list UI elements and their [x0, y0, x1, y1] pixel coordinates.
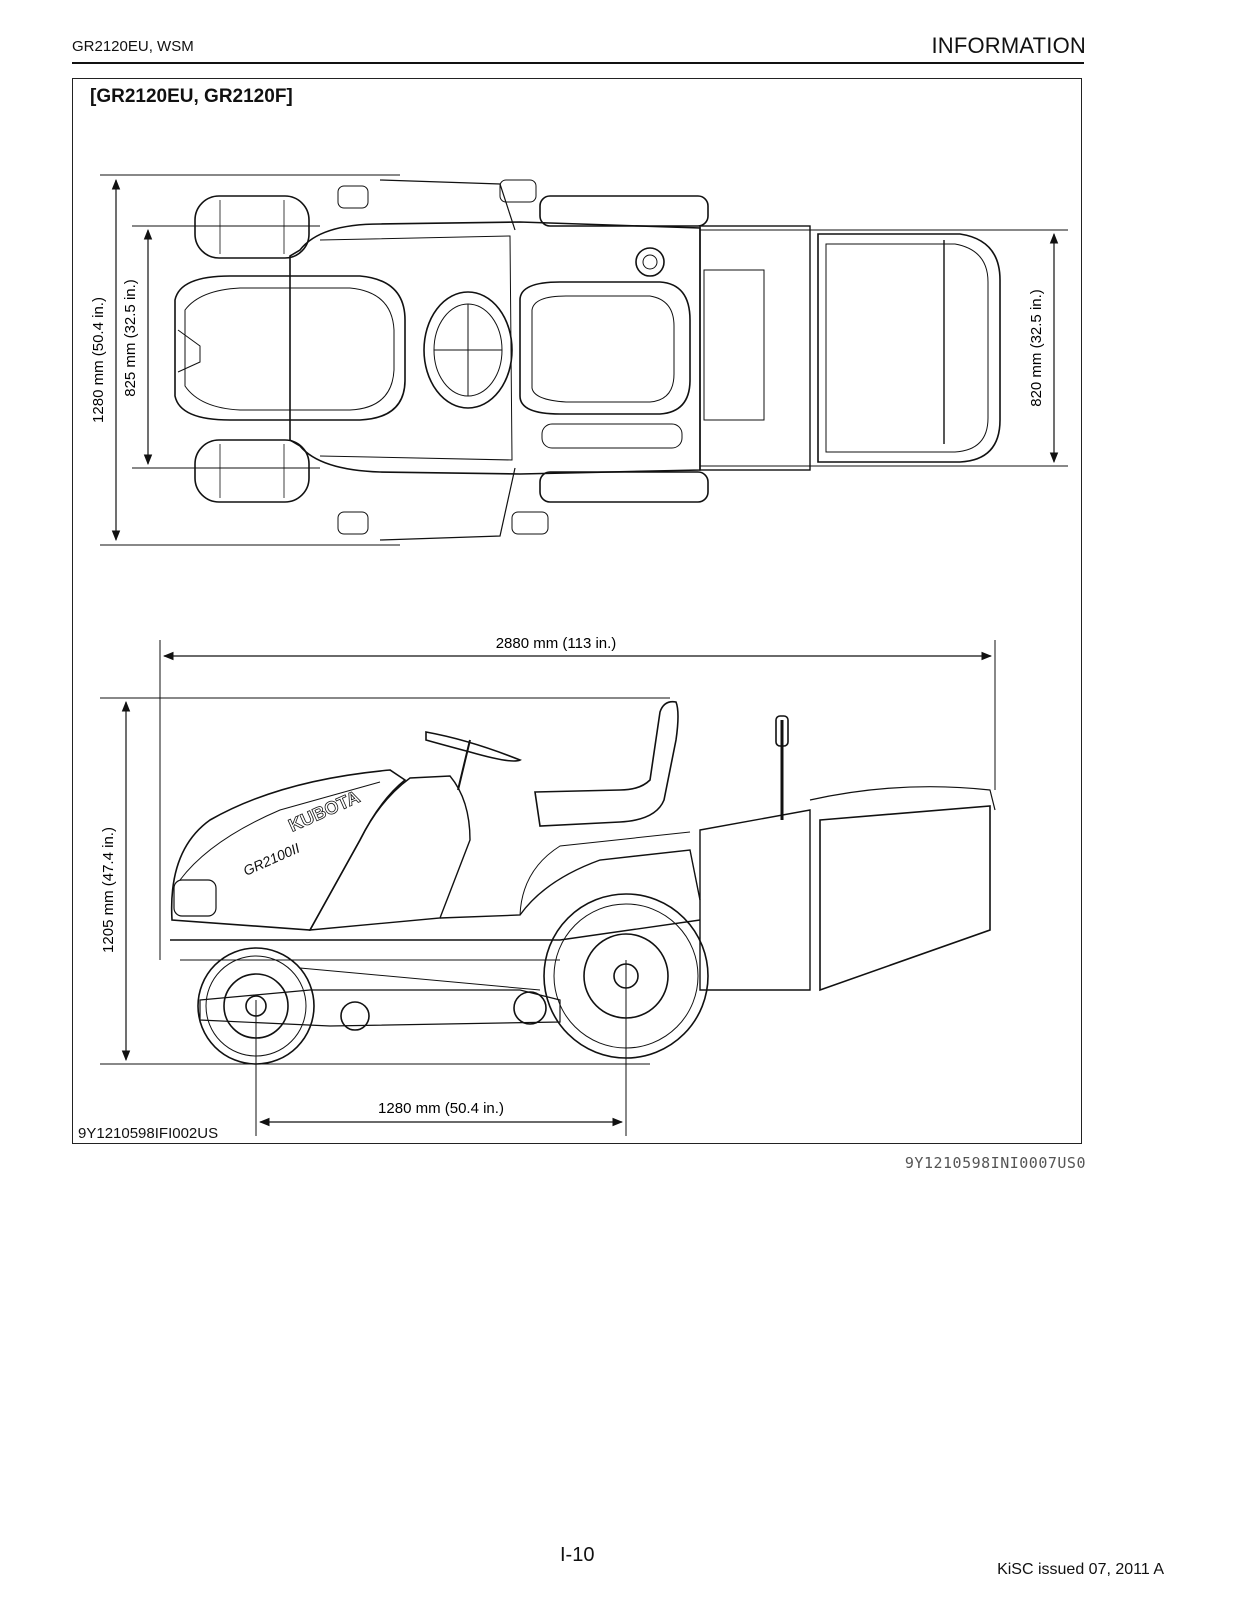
wheelbase-label: 1280 mm (50.4 in.): [378, 1100, 504, 1117]
tread-label: 825 mm (32.5 in.): [122, 279, 139, 397]
page-number: I-10: [560, 1544, 595, 1566]
figure-code: 9Y1210598IFI002US: [78, 1125, 219, 1142]
overall-width-label: 1280 mm (50.4 in.): [90, 297, 107, 423]
model-lettering: GR2100II: [241, 840, 302, 879]
brand-lettering: KUBOTA: [285, 787, 362, 836]
header-section: INFORMATION: [931, 33, 1086, 58]
reference-code: 9Y1210598INI0007US0: [904, 1154, 1086, 1172]
figure-title: [GR2120EU, GR2120F]: [90, 86, 293, 107]
grass-box-width-label: 820 mm (32.5 in.): [1028, 289, 1045, 407]
figure-frame: [72, 78, 1082, 1144]
overall-length-label: 2880 mm (113 in.): [496, 635, 617, 652]
header-model: GR2120EU, WSM: [72, 38, 194, 55]
overall-height-label: 1205 mm (47.4 in.): [100, 827, 117, 953]
issue-info: KiSC issued 07, 2011 A: [997, 1561, 1164, 1578]
top-view: [100, 174, 1068, 546]
header-rule: [72, 62, 1084, 64]
side-view: [100, 640, 996, 1136]
